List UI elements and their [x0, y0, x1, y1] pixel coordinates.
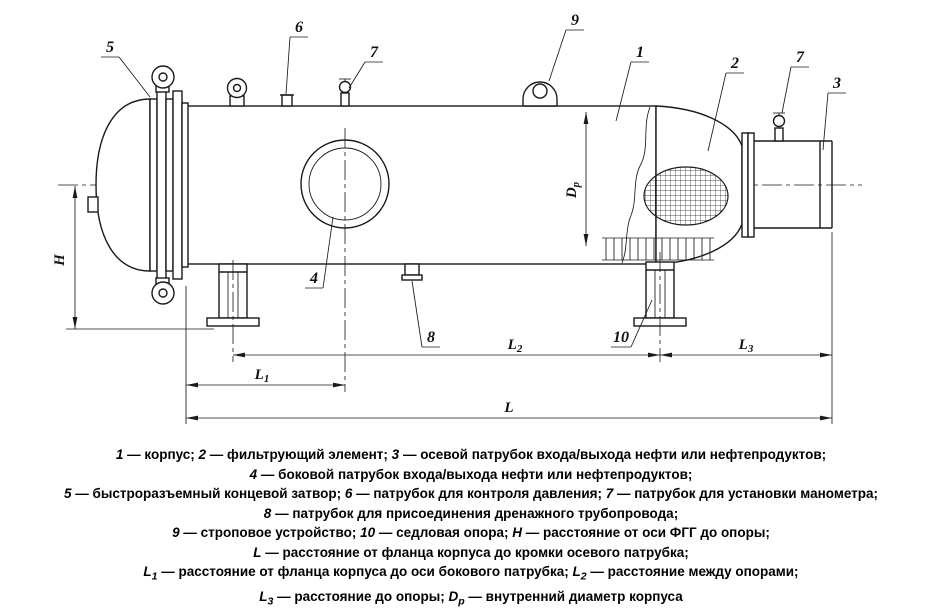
- legend: 1 — корпус; 2 — фильтрующий элемент; 3 —…: [0, 438, 942, 612]
- cutaway-break-line: [621, 106, 651, 264]
- dim-label-l3: L3: [738, 337, 754, 355]
- internal-support-grid: [602, 237, 714, 261]
- callout-label-8: 8: [427, 329, 435, 346]
- dimension-L1: L1: [186, 367, 345, 388]
- callout-label-3: 3: [832, 75, 841, 92]
- dimension-H: H: [52, 186, 78, 329]
- callout-label-2: 2: [730, 55, 739, 72]
- callout-label-1: 1: [636, 44, 644, 61]
- lifting-lug: [522, 81, 558, 107]
- callout-10: 10: [611, 299, 653, 348]
- pressure-control-nozzle: [280, 94, 294, 107]
- manometer-nozzle-left: [338, 78, 352, 107]
- callout-label-4: 4: [309, 270, 318, 287]
- technical-drawing: H Dp L1 L2 L3 L 5: [52, 12, 862, 424]
- legend-line: L1 — расстояние от фланца корпуса до оси…: [143, 564, 799, 583]
- dimension-L: L: [186, 400, 832, 421]
- filter-element: [643, 166, 729, 226]
- dim-label-l2: L2: [507, 337, 523, 355]
- dim-label-h: H: [52, 253, 68, 267]
- vessel-shell: [185, 105, 657, 265]
- callout-1: 1: [615, 44, 649, 122]
- legend-line: 1 — корпус; 2 — фильтрующий элемент; 3 —…: [115, 447, 827, 462]
- callout-7-left: 7: [348, 44, 383, 89]
- legend-line: L3 — расстояние до опоры; Dp — внутренни…: [259, 589, 683, 608]
- callout-label-5: 5: [106, 39, 114, 56]
- callout-label-7-right: 7: [796, 49, 805, 66]
- axial-nozzle: [741, 132, 833, 238]
- callout-label-9: 9: [571, 12, 579, 29]
- callout-5: 5: [101, 39, 151, 98]
- legend-line: 9 — строповое устройство; 10 — седловая …: [172, 525, 770, 540]
- legend-line: 5 — быстроразъемный концевой затвор; 6 —…: [63, 486, 879, 501]
- callout-7-right: 7: [781, 49, 809, 114]
- callout-9: 9: [548, 12, 584, 82]
- legend-line: 8 — патрубок для присоединения дренажног…: [263, 505, 679, 521]
- dim-label-l1: L1: [254, 367, 270, 385]
- legend-line: 4 — боковой патрубок входа/выхода нефти …: [249, 466, 693, 482]
- callout-label-10: 10: [613, 329, 629, 346]
- dim-label-dp: Dp: [564, 181, 582, 199]
- manometer-nozzle-right: [772, 112, 786, 142]
- dim-label-l: L: [503, 400, 513, 416]
- dimension-Dp: Dp: [564, 112, 589, 246]
- end-closure: [87, 65, 189, 305]
- callout-4: 4: [305, 216, 334, 289]
- dimension-L3: L3: [660, 337, 832, 358]
- legend-line: L — расстояние от фланца корпуса до кром…: [253, 544, 689, 560]
- drain-nozzle: [401, 263, 423, 281]
- callout-8: 8: [411, 280, 440, 348]
- callout-2: 2: [707, 55, 744, 152]
- callout-3: 3: [822, 75, 846, 151]
- callout-label-6: 6: [295, 19, 303, 36]
- dimension-L2: L2: [233, 337, 660, 358]
- callout-label-7-left: 7: [370, 44, 379, 61]
- callout-6: 6: [285, 19, 308, 95]
- closure-eyebolt: [226, 77, 248, 107]
